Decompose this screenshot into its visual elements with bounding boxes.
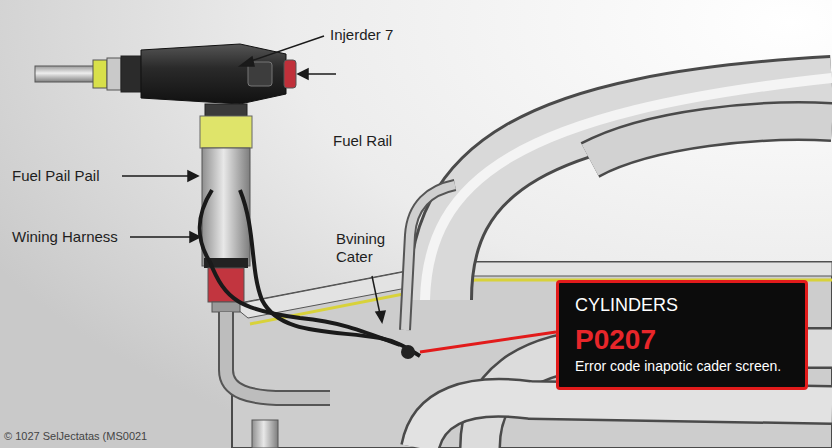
fuel-hose [226,312,330,398]
error-callout-box: CYLINDERS P0207Error code inapotic cader … [556,280,808,390]
part-label: Wining Harness [12,228,118,246]
leader-line [130,236,192,238]
wire [200,190,400,345]
intake-tube [440,88,832,300]
leader-line [248,36,324,62]
fuel-hose-outline [226,312,330,398]
wire [240,190,420,356]
leader-line [122,175,190,177]
error-code: P0207 [575,324,789,356]
red-cap [284,60,296,88]
arrow-head [188,171,198,181]
leader-line [306,73,336,75]
part-label: Bvining Cater [336,230,402,266]
yellow-collar [200,116,252,148]
tip [212,302,240,312]
injector-barrel [202,148,250,266]
injector-body [141,44,286,104]
arrow-head [298,69,308,79]
runner-outline [590,121,832,160]
exhaust-tube [420,398,832,448]
leader-lines [122,36,385,322]
intake-highlight [425,78,832,300]
arrow-head [240,57,254,66]
part-label: Fuel Pail Pail [12,167,100,185]
arrow-head [190,232,200,242]
small-pipe [405,185,455,330]
part-label: Fuel Rail [333,132,392,150]
sensor-dot [401,345,415,359]
callout-pointer [420,332,556,352]
callout-heading: CYLINDERS [575,295,789,316]
part-label: Injerder 7 [330,26,393,44]
watermark: © 1027 SelJectatas (MS0021 [4,430,147,443]
injector-nozzle [35,66,95,82]
exhaust-outline [420,398,832,448]
leader-line [372,276,380,314]
injector-collar [121,56,141,92]
fitting [252,420,278,448]
small-pipe-outline [405,185,455,330]
engine-block [232,262,832,448]
injector-neck [205,104,247,116]
callout-text: Error code inapotic cader screen. [575,358,789,374]
arrow-head [376,311,385,322]
intake-tube-outline [440,88,832,300]
runner-tube [590,121,832,160]
seal-ring [107,58,121,90]
yellow-ring [93,60,107,88]
